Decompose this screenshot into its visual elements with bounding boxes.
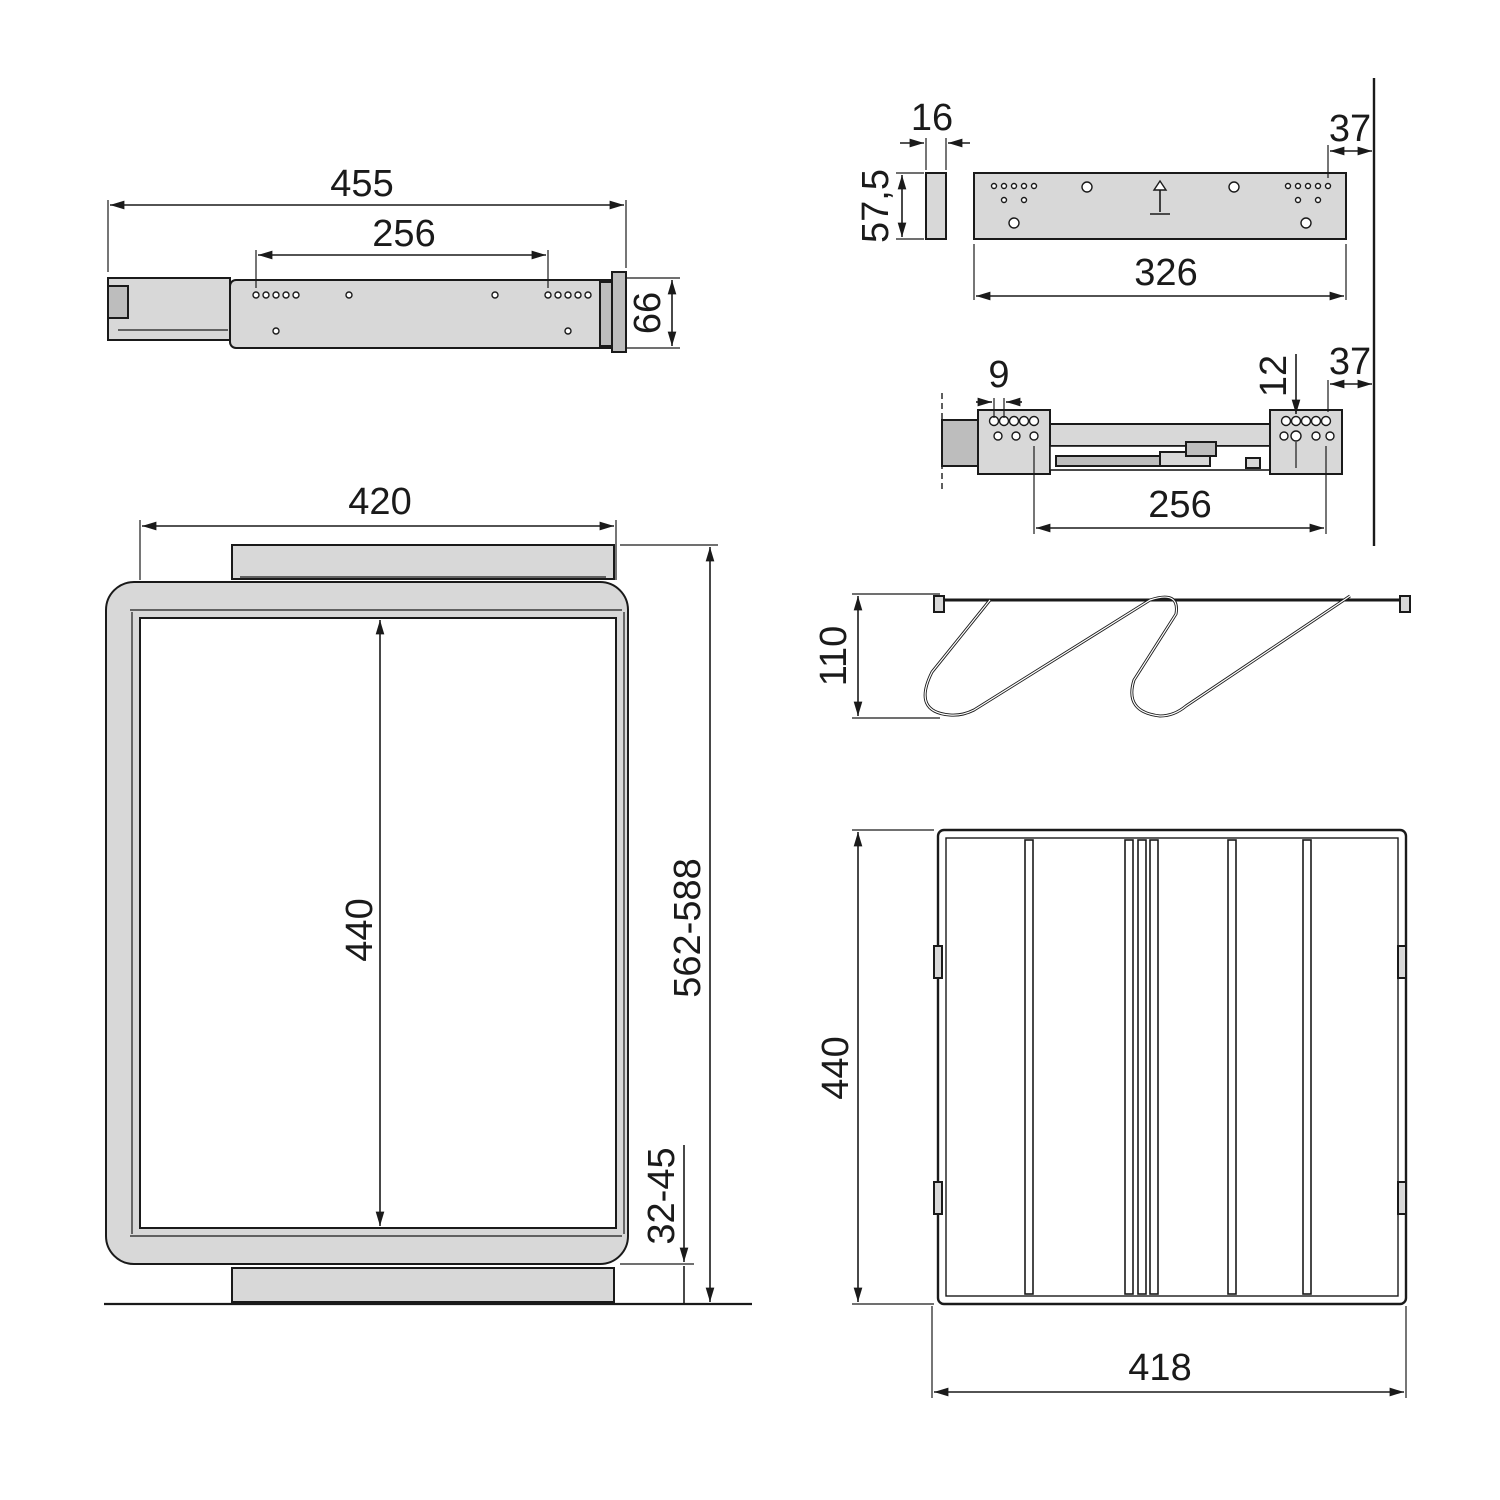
- slide-side-view: 455 256 66: [107, 163, 680, 353]
- frame-top-rail: [231, 544, 615, 580]
- runner-rail: [1049, 423, 1271, 447]
- rail-plate-holes: [990, 181, 1332, 229]
- rack-hanger-wire: [923, 594, 1351, 718]
- dim-label-326: 326: [1134, 252, 1197, 294]
- dim-label-418: 418: [1128, 1347, 1191, 1389]
- rack-outer-frame: [936, 828, 1408, 1306]
- dim-label-256-runner: 256: [1148, 484, 1211, 526]
- dim-label-420: 420: [348, 481, 411, 523]
- dim-label-455: 455: [330, 163, 393, 205]
- dim-label-440-frame: 440: [339, 898, 381, 961]
- rail-end-profile: [925, 172, 947, 240]
- rack-top-view: 440 418: [815, 828, 1408, 1398]
- up-arrow-icon: [1150, 179, 1170, 215]
- dim-label-12: 12: [1253, 355, 1295, 397]
- dim-label-37-bottom: 37: [1329, 341, 1371, 383]
- runner-holes: [988, 415, 1335, 442]
- rail-plate-view: 16 57,5 326 37: [855, 78, 1376, 546]
- dim-label-440-rack: 440: [815, 1036, 857, 1099]
- dim-label-110: 110: [813, 626, 855, 687]
- frame-front-view: 420 440 562-588 32-45: [104, 481, 752, 1306]
- runner-detail-view: 9 12 37 256: [941, 341, 1372, 534]
- rack-bars: [1024, 839, 1312, 1295]
- slide-holes: [252, 291, 592, 335]
- dim-label-16: 16: [911, 97, 953, 139]
- dim-label-9: 9: [988, 354, 1009, 396]
- dim-label-57-5: 57,5: [855, 169, 897, 243]
- dim-label-66: 66: [627, 292, 669, 334]
- dim-label-256-top: 256: [372, 213, 435, 255]
- dim-label-562-588: 562-588: [667, 858, 709, 997]
- slide-rail-end-cap: [107, 285, 129, 319]
- rack-side-view: 110: [813, 593, 1411, 719]
- dim-label-37-top: 37: [1329, 108, 1371, 150]
- frame-bottom-rail: [231, 1267, 615, 1303]
- slide-runner-plate: [229, 279, 619, 349]
- dim-label-32-45: 32-45: [641, 1147, 683, 1244]
